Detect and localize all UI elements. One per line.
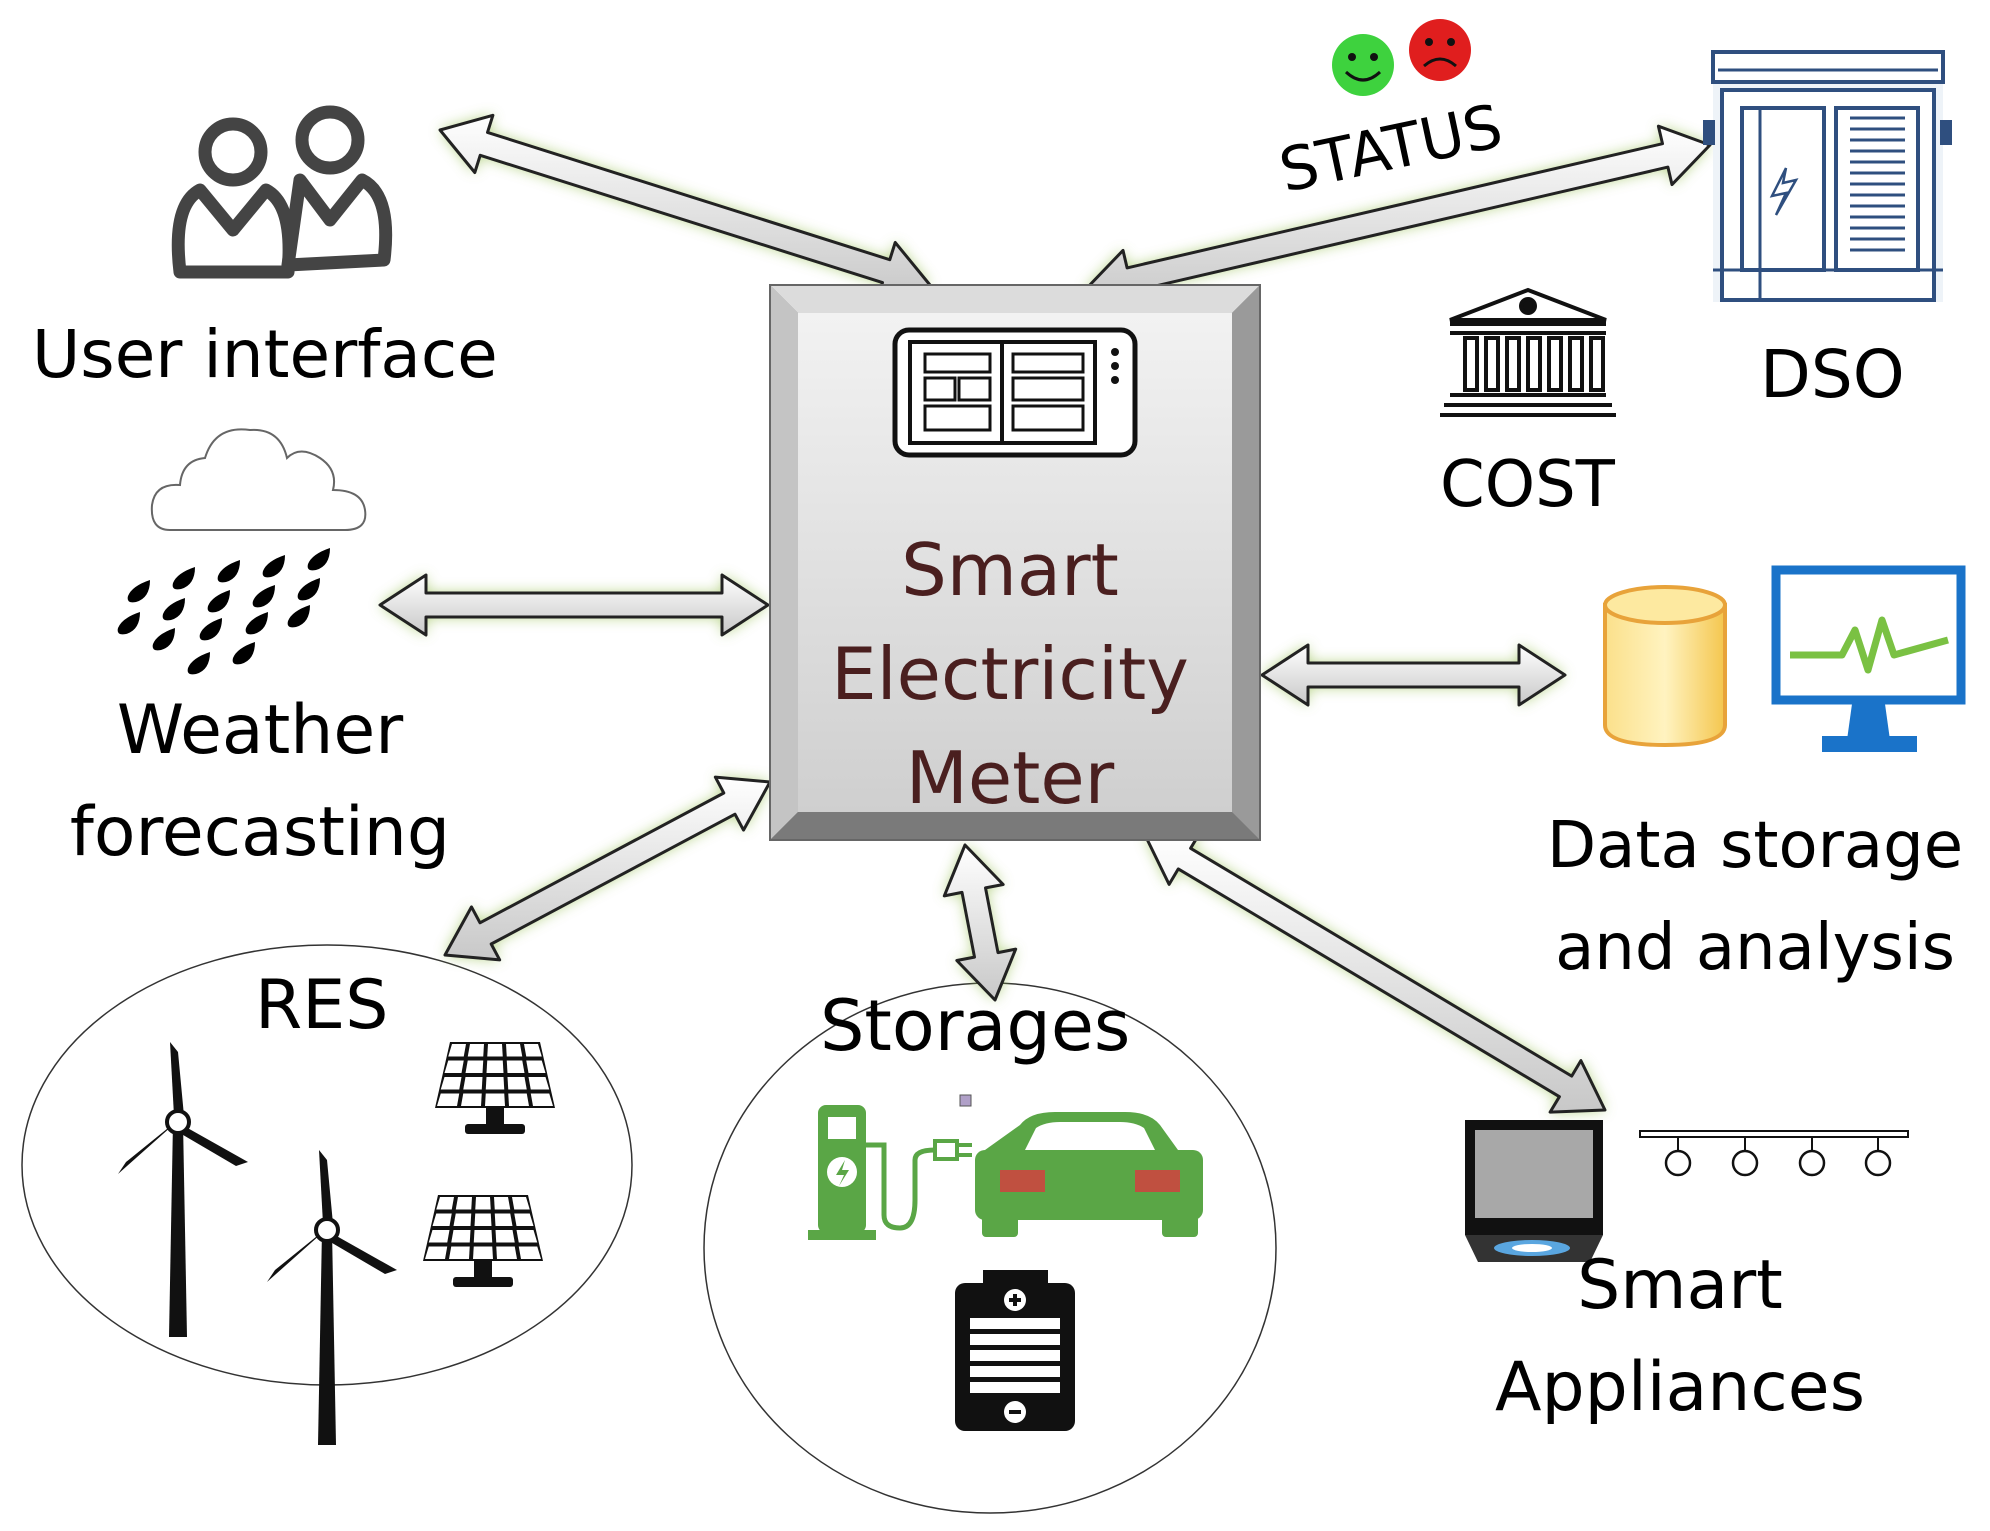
appliances-line-1: Smart bbox=[1577, 1246, 1783, 1325]
cost-label: COST bbox=[1440, 448, 1615, 522]
data-storage-line-2: and analysis bbox=[1555, 911, 1955, 985]
washing-machine-icon bbox=[1465, 1120, 1603, 1262]
solar-panel-icon bbox=[423, 1042, 555, 1287]
data-storage-line-1: Data storage bbox=[1546, 809, 1964, 883]
arrow-storages bbox=[942, 843, 1018, 1002]
smart-meter-label: Smart Electricity Meter bbox=[780, 518, 1240, 830]
storages-label: Storages bbox=[820, 985, 1131, 1067]
smart-appliances-label: Smart Appliances bbox=[1480, 1235, 1880, 1439]
arrow-res bbox=[443, 775, 772, 962]
arrow-user-interface bbox=[438, 113, 932, 302]
user-interface-label: User interface bbox=[32, 316, 498, 393]
sad-face-icon bbox=[1409, 19, 1471, 81]
arrow-weather bbox=[378, 573, 770, 637]
bank-icon bbox=[1440, 287, 1616, 417]
car-icon bbox=[975, 1112, 1203, 1237]
rain-cloud-icon bbox=[117, 428, 367, 675]
meter-line-1: Smart bbox=[901, 528, 1119, 612]
weather-line-1: Weather bbox=[116, 691, 404, 770]
dso-label: DSO bbox=[1760, 336, 1905, 413]
weather-forecasting-label: Weather forecasting bbox=[40, 680, 480, 884]
appliances-line-2: Appliances bbox=[1494, 1348, 1866, 1427]
res-label: RES bbox=[255, 966, 389, 1045]
connection-arrows bbox=[378, 113, 1712, 1114]
data-storage-label: Data storage and analysis bbox=[1520, 795, 1990, 999]
ceiling-lights-icon bbox=[1639, 1130, 1909, 1177]
weather-line-2: forecasting bbox=[69, 793, 451, 872]
happy-face-icon bbox=[1332, 34, 1394, 96]
substation-icon bbox=[1703, 50, 1952, 302]
users-icon bbox=[171, 105, 393, 279]
ev-charger-icon bbox=[808, 1105, 972, 1240]
wind-turbine-icon bbox=[118, 1042, 397, 1445]
arrow-data-storage bbox=[1260, 643, 1567, 707]
selection-marker bbox=[959, 1094, 972, 1107]
tablet-meter-icon bbox=[892, 327, 1138, 458]
arrow-smart-appliances bbox=[1143, 831, 1607, 1114]
battery-icon bbox=[955, 1270, 1075, 1431]
meter-line-2: Electricity bbox=[831, 632, 1189, 716]
meter-line-3: Meter bbox=[905, 736, 1115, 820]
monitor-icon bbox=[1771, 565, 1966, 752]
smart-meter-box bbox=[769, 284, 1261, 841]
database-icon bbox=[1603, 585, 1727, 748]
